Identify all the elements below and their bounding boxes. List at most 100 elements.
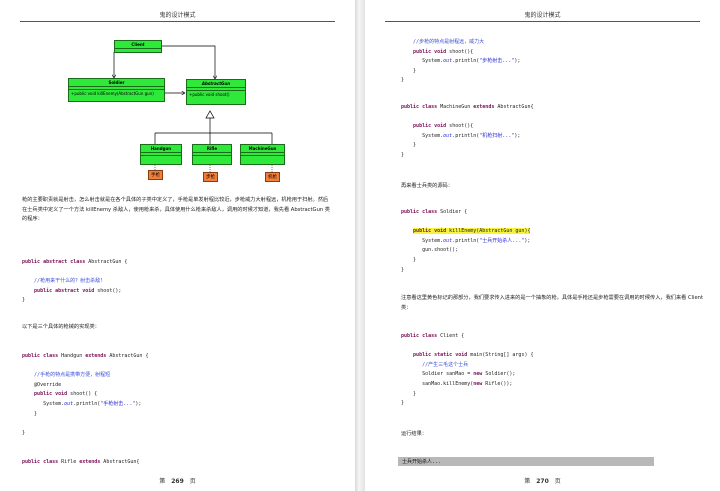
code-keyword: extends (79, 458, 101, 465)
abstractgun-class-box: AbstractGun +public void shoot() (186, 79, 246, 105)
handgun-class-box: Handgun (140, 144, 182, 165)
page-number: 269 (171, 478, 184, 485)
code-line: public class Handgun extends AbstractGun… (22, 353, 149, 359)
code-keyword: public (401, 333, 420, 339)
code-line: } (401, 400, 405, 407)
running-header: 鬼的设计模式 (20, 10, 335, 22)
code-line: public void shoot(){ (413, 123, 474, 130)
code-keyword: public (401, 104, 420, 110)
code-keyword: new (473, 380, 483, 387)
code-keyword: public (413, 228, 432, 235)
code-keyword: void (434, 48, 447, 55)
code-line: sanMao.killEnemy(new Rifle()); (422, 380, 513, 387)
code-keyword: extends (85, 353, 107, 359)
code-token: System. (422, 58, 444, 65)
rifle-class-name: Rifle (193, 145, 231, 153)
code-keyword: public (413, 48, 432, 55)
code-token: ); (524, 237, 531, 244)
code-line: } (413, 256, 417, 263)
right-page: 鬼的设计模式 //步枪的特点是射程远，威力大 public void shoot… (365, 0, 720, 491)
code-block-handgun: public class Handgun extends AbstractGun… (22, 352, 148, 467)
code-keyword: public (22, 259, 41, 265)
code-token: out (64, 400, 74, 407)
code-block-rifle: //步枪的特点是射程远，威力大 public void shoot(){ Sys… (401, 38, 520, 86)
soldier-operation: +public void killEnemy(AbstractGun gun) (71, 91, 154, 96)
code-line: public abstract void shoot(); (34, 287, 122, 294)
code-string: "步枪射击..." (479, 58, 515, 65)
code-line: } (22, 297, 26, 304)
code-keyword: public (34, 391, 53, 398)
code-keyword: class (422, 333, 438, 339)
code-keyword: public (413, 123, 432, 130)
highlighted-code-line: public void killEnemy(AbstractGun gun){ (413, 228, 531, 235)
code-comment: //产生三毛这个士兵 (422, 361, 469, 368)
code-keyword: class (43, 458, 59, 465)
code-keyword: void (455, 352, 468, 359)
code-token: .println( (452, 132, 480, 139)
code-comment: //步枪的特点是射程远，威力大 (413, 39, 485, 45)
code-keyword: public (22, 458, 41, 465)
uml-connectors (60, 45, 273, 172)
uml-class-diagram: Client Soldier +public void killEnemy(Ab… (60, 38, 300, 188)
code-line: } (413, 67, 417, 74)
code-keyword: void (434, 123, 447, 130)
code-string: "机枪扫射..." (479, 132, 515, 139)
handgun-class-name: Handgun (141, 145, 181, 153)
code-token: out (443, 58, 453, 65)
running-header: 鬼的设计模式 (385, 10, 700, 22)
code-keyword: public (34, 287, 53, 294)
code-token: .println( (452, 58, 480, 65)
code-keyword: class (70, 259, 86, 265)
code-line: public class MachineGun extends Abstract… (401, 104, 534, 110)
page-number: 270 (536, 478, 549, 485)
code-keyword: abstract (43, 259, 68, 265)
code-comment: //手枪的特点是携带方便，射程短 (34, 372, 111, 379)
abstractgun-class-name: AbstractGun (187, 80, 245, 88)
code-block-soldier: public class Soldier { public void killE… (401, 208, 531, 275)
code-keyword: void (434, 228, 447, 235)
code-token: .println( (452, 237, 480, 244)
code-string: "士兵开始杀人..." (479, 237, 525, 244)
code-line: } (34, 410, 38, 417)
code-line: gun.shoot(); (422, 247, 459, 254)
machinegun-class-name: MachineGun (241, 145, 284, 153)
abstractgun-operation: +public void shoot() (189, 92, 230, 97)
code-line: } (413, 142, 417, 149)
code-token: System. (422, 237, 444, 244)
footer-suffix: 页 (189, 478, 196, 485)
code-keyword: void (82, 287, 95, 294)
code-line: public class Client { (401, 333, 465, 339)
paragraph: 运行结果： (401, 431, 427, 437)
code-line: public void shoot(){ (413, 48, 474, 55)
code-line: } (401, 77, 405, 84)
code-line: } (413, 390, 417, 397)
page-footer: 第 269 页 (0, 476, 355, 485)
code-line: public abstract class AbstractGun { (22, 259, 128, 265)
code-line: @Override (34, 381, 62, 388)
code-keyword: extends (473, 104, 495, 110)
code-line: public static void main(String[] args) { (413, 352, 534, 359)
code-keyword: public (413, 352, 432, 359)
code-keyword: abstract (55, 287, 80, 294)
code-line: public void shoot() { (34, 391, 98, 398)
code-keyword: new (473, 371, 483, 378)
code-keyword: public (401, 209, 420, 215)
code-token: .println( (73, 400, 101, 407)
code-keyword: class (43, 353, 59, 359)
code-block-machinegun: public class MachineGun extends Abstract… (401, 103, 533, 161)
code-keyword: static (434, 352, 453, 359)
code-line: } (401, 266, 405, 273)
footer-prefix: 第 (159, 478, 166, 485)
client-class-box: Client (114, 40, 162, 53)
machinegun-class-box: MachineGun (240, 144, 285, 165)
code-block-client: public class Client { public static void… (401, 332, 533, 409)
code-token: System. (422, 132, 444, 139)
console-output: 士兵开始杀人... (398, 457, 654, 466)
code-keyword: class (422, 104, 438, 110)
code-keyword: class (422, 209, 438, 215)
footer-suffix: 页 (554, 478, 561, 485)
paragraph: 注意看这里黄色标记的那部分，我们要求传入进来的是一个抽象的枪，具体是手枪还是步枪… (401, 295, 703, 311)
code-block-abstractgun: public abstract class AbstractGun { //枪用… (22, 258, 127, 306)
